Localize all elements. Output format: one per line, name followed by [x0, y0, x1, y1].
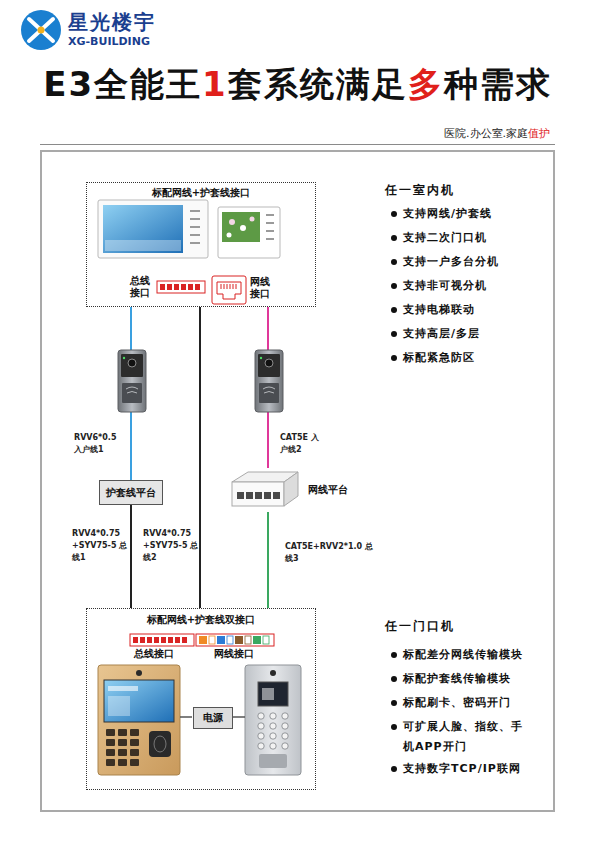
cable-connector [199, 307, 201, 608]
feature-item: 支持网线/护套线 [403, 207, 551, 221]
door-unit-group: 标配网线+护套线双接口电源 [86, 608, 316, 790]
text-label: 网线接口 [250, 276, 272, 300]
network-connector [196, 634, 274, 646]
text-label: XG-BUILDING [68, 35, 188, 49]
text-char: 3 [68, 64, 94, 104]
bullet-dot [391, 211, 397, 217]
bullet-dot [391, 724, 397, 730]
feature-item: 标配刷卡、密码开门 [403, 693, 551, 713]
indoor-unit-group: 标配网线+护套线接口 [86, 182, 316, 307]
feature-item: 标配差分网线传输模块 [403, 645, 551, 665]
bullet-dot [391, 331, 397, 337]
text-char: 院 [455, 127, 466, 140]
cable-label: RVV6*0.5 入户线1 [74, 432, 126, 456]
cable-connector [130, 307, 132, 480]
bullet-dot [391, 700, 397, 706]
logo-icon [21, 10, 61, 50]
bullet-dot [391, 307, 397, 313]
bullet-dot [391, 355, 397, 361]
text-char: 能 [130, 64, 166, 104]
text-char: 统 [300, 64, 336, 104]
network-switch: 网线平台 [228, 468, 350, 512]
text-label: 网线接口 [214, 648, 284, 660]
text-char: 系 [264, 64, 300, 104]
node-text: 标配网线+护套线双接口 [87, 613, 315, 626]
rj45-connector [212, 276, 246, 304]
text-char: 需 [480, 64, 516, 104]
text-char: 值 [528, 127, 539, 140]
text-char: 医 [444, 127, 455, 140]
indoor-monitor-large [98, 200, 208, 258]
node-text: 标配网线+护套线接口 [87, 186, 315, 199]
text-label: 总线接口 [134, 648, 204, 660]
cable-connector [130, 505, 132, 608]
text-char: 足 [372, 64, 408, 104]
text-label: 星光楼宇 [68, 10, 188, 34]
node-text: 电源 [194, 708, 232, 728]
secondary-door-station [255, 350, 283, 412]
text-label: 总线接口 [130, 275, 152, 299]
feature-item: 支持电梯联动 [403, 303, 551, 317]
cable-label: CAT5E+RVV2*1.0 总线3 [285, 541, 380, 565]
cable-label: CAT5E 入户线2 [280, 432, 322, 456]
cable-label: RVV4*0.75 +SYV75-5 总线2 [143, 528, 199, 564]
bullet-dot [391, 235, 397, 241]
text-char: 满 [336, 64, 372, 104]
feature-item: 可扩展人脸、指纹、手机APP开门 [403, 717, 527, 757]
feature-item: 标配紧急防区 [403, 351, 551, 365]
door-panel-silver [245, 665, 301, 775]
feature-item: 支持一户多台分机 [403, 255, 551, 269]
text-char: 庭 [517, 127, 528, 140]
feature-item: 支持非可视分机 [403, 279, 551, 293]
bus-connector [157, 281, 205, 293]
text-char: 1 [202, 64, 228, 104]
node-text: 网线平台 [308, 483, 348, 496]
text-char: 求 [516, 64, 552, 104]
text-char: 套 [228, 64, 264, 104]
feature-item: 支持二次门口机 [403, 231, 551, 245]
page-title: E3全能王1套系统满足多种需求 [0, 64, 595, 104]
text-char: E [43, 64, 68, 104]
feature-item: 标配护套线传输模块 [403, 669, 551, 689]
text-label: 医院.办公室.家庭值护 [300, 127, 550, 141]
platform-box: 护套线平台 [99, 480, 163, 505]
text-char: . [503, 127, 507, 140]
cable-connector [267, 512, 269, 608]
text-char: 办 [470, 127, 481, 140]
text-char: 王 [166, 64, 202, 104]
text-char: 公 [481, 127, 492, 140]
text-char: 家 [506, 127, 517, 140]
cable-label: RVV4*0.75 +SYV75-5 总线1 [72, 528, 130, 564]
bus-connector [130, 634, 194, 646]
indoor-monitor-small [218, 207, 280, 258]
door-panel-gold [98, 665, 180, 775]
bullet-dot [391, 676, 397, 682]
text-char: 种 [444, 64, 480, 104]
text-char: 全 [94, 64, 130, 104]
bullet-dot [391, 259, 397, 265]
node-text: 护套线平台 [100, 481, 162, 504]
feature-item: 支持数字TCP/IP联网 [403, 759, 551, 779]
feature-item: 支持高层/多层 [403, 327, 551, 341]
text-char: . [466, 127, 470, 140]
bullet-dot [391, 766, 397, 772]
text-label: 任一室内机 [385, 183, 535, 198]
text-label: 任一门口机 [385, 619, 535, 634]
text-char: 室 [492, 127, 503, 140]
power-box: 电源 [193, 707, 233, 729]
switch-shape [228, 468, 300, 512]
cable-connector [267, 307, 269, 468]
text-char: 护 [539, 127, 550, 140]
bullet-dot [391, 283, 397, 289]
text-char: 多 [408, 64, 444, 104]
switch-shape [228, 468, 300, 512]
secondary-door-station [118, 350, 146, 412]
bullet-dot [391, 652, 397, 658]
subtitle-rule [40, 144, 555, 145]
